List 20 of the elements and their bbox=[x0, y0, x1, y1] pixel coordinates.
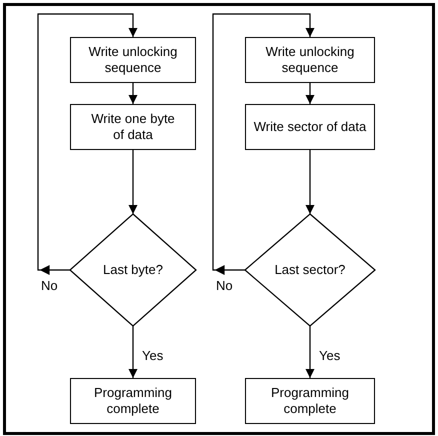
process-box bbox=[245, 378, 375, 424]
node-text: Write one byte of data bbox=[90, 111, 176, 143]
edge-label: No bbox=[215, 278, 234, 293]
edge-label: Yes bbox=[318, 348, 342, 363]
node-text: Programming complete bbox=[270, 385, 350, 417]
decision-diamond bbox=[245, 214, 375, 326]
node-text: Last byte? bbox=[102, 262, 164, 278]
process-box bbox=[245, 37, 375, 83]
node-text: Write unlocking sequence bbox=[88, 44, 178, 76]
decision-diamond bbox=[70, 214, 196, 326]
node-text: Write sector of data bbox=[252, 119, 368, 135]
node-text: Write unlocking sequence bbox=[264, 44, 356, 76]
edge-label: No bbox=[40, 278, 59, 293]
process-box bbox=[70, 37, 196, 83]
process-box bbox=[70, 378, 196, 424]
node-text: Programming complete bbox=[92, 385, 174, 417]
process-box bbox=[70, 104, 196, 150]
edge-label: Yes bbox=[141, 348, 164, 363]
node-text: Last sector? bbox=[274, 262, 346, 278]
process-box bbox=[245, 104, 375, 150]
